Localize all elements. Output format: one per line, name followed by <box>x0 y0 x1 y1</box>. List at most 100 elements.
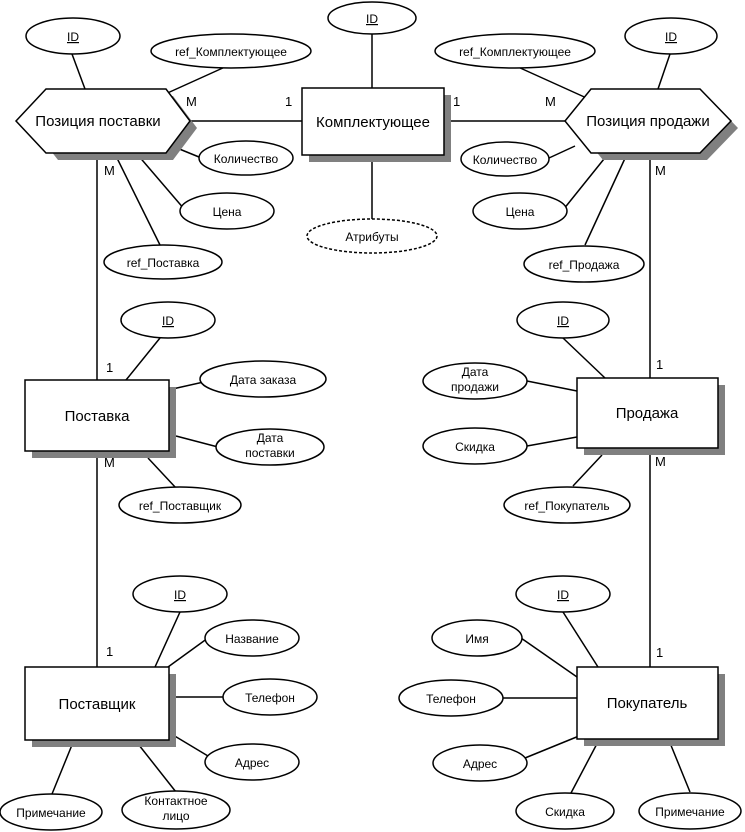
relationship-hexagon <box>14 88 191 154</box>
attribute-label: ref_Комплектующее <box>459 45 571 59</box>
line-pokupatel-prim <box>667 737 691 793</box>
line-pp-refp <box>114 153 161 246</box>
line-pokupatel-id <box>562 611 599 668</box>
attribute-id: ID <box>120 301 216 339</box>
relationship-label: Позиция продажи <box>586 113 709 130</box>
attribute-adres: Адрес <box>432 744 528 782</box>
line-postavshchik-id <box>154 611 181 668</box>
attribute-label: Скидка <box>455 440 495 454</box>
line-ps-id <box>657 53 671 90</box>
attribute-nazvanie: Название <box>204 619 300 657</box>
attribute-label: ref_Покупатель <box>524 499 609 513</box>
entity-pokupatel: Покупатель <box>576 666 725 746</box>
attribute-label: ID <box>557 314 569 328</box>
line-postavka-dp <box>175 435 219 448</box>
cardinality-label: M <box>545 94 556 109</box>
attribute-label-line-2: поставки <box>245 446 295 460</box>
attribute-ellipse <box>132 575 228 613</box>
attribute-ellipse <box>306 218 438 254</box>
attribute-kontaktnoe-litso: Контактное лицо <box>121 790 231 830</box>
attribute-label: Телефон <box>245 691 295 705</box>
attribute-ellipse <box>199 360 327 398</box>
attribute-id: ID <box>624 17 718 55</box>
attribute-ellipse <box>422 362 528 400</box>
cardinality-labels: M 1 1 M M 1 M 1 M 1 M 1 <box>104 94 666 660</box>
attribute-label: Название <box>225 632 279 646</box>
line-ps-tsena <box>562 153 609 211</box>
attribute-label: ref_Поставка <box>127 256 200 270</box>
attribute-label: Цена <box>506 205 535 219</box>
attribute-telefon: Телефон <box>398 679 504 717</box>
attribute-label-line-2: продажи <box>451 380 499 394</box>
attribute-label: ID <box>67 30 79 44</box>
attribute-label: ref_Продажа <box>549 258 620 272</box>
attribute-label: Скидка <box>545 805 585 819</box>
attribute-ellipse <box>460 141 550 177</box>
entity-box <box>24 379 170 452</box>
attribute-kolichestvo: Количество <box>460 141 550 177</box>
relationship-pos-postavki: Позиция поставки <box>14 88 197 160</box>
line-prodazha-data <box>526 380 578 392</box>
attribute-primechanie: Примечание <box>0 793 103 831</box>
attribute-label: Цена <box>213 205 242 219</box>
attribute-ellipse <box>222 678 318 716</box>
attribute-skidka: Скидка <box>515 792 615 830</box>
attribute-ellipse <box>515 575 611 613</box>
attribute-label-line-1: Контактное <box>144 794 208 808</box>
attribute-ellipse <box>215 428 325 466</box>
attribute-ref-komplektuyushchee: ref_Комплектующее <box>434 33 596 69</box>
line-pp-tsena <box>136 153 186 211</box>
relationship-pos-prodazhi: Позиция продажи <box>564 88 738 160</box>
attribute-ellipse <box>422 427 528 465</box>
entity-label: Покупатель <box>607 695 688 712</box>
attribute-ellipse <box>118 486 242 524</box>
attribute-ellipse <box>0 793 103 831</box>
attribute-label: Адрес <box>463 757 497 771</box>
attribute-ellipse <box>198 140 294 176</box>
line-pokupatel-adr <box>524 735 580 759</box>
cardinality-label: 1 <box>656 357 663 372</box>
attribute-label: Примечание <box>16 806 86 820</box>
cardinality-label: 1 <box>106 360 113 375</box>
attribute-id: ID <box>25 17 121 55</box>
connector-lines <box>51 34 691 795</box>
cardinality-label: 1 <box>453 94 460 109</box>
attribute-id: ID <box>132 575 228 613</box>
entity-box <box>576 666 719 740</box>
attribute-label: ID <box>366 12 378 26</box>
attribute-id: ID <box>515 575 611 613</box>
attribute-telefon: Телефон <box>222 678 318 716</box>
attribute-ref-postavshchik: ref_Поставщик <box>118 486 242 524</box>
cardinality-label: M <box>655 163 666 178</box>
attribute-label: Атрибуты <box>345 230 398 244</box>
line-postavka-ref <box>147 457 177 489</box>
attribute-atributy: Атрибуты <box>306 218 438 254</box>
attribute-primechanie: Примечание <box>638 792 742 830</box>
relationship-label: Позиция поставки <box>35 113 160 130</box>
attribute-ref-postavka: ref_Поставка <box>103 244 223 280</box>
line-ps-kol <box>548 145 576 159</box>
line-postavshchik-prim <box>51 739 75 795</box>
attribute-ellipse <box>150 33 312 69</box>
attribute-ellipse <box>327 1 417 35</box>
attribute-adres: Адрес <box>204 743 300 781</box>
attribute-ref-pokupatel: ref_Покупатель <box>503 486 631 524</box>
attribute-data-zakaza: Дата заказа <box>199 360 327 398</box>
cardinality-label: 1 <box>656 645 663 660</box>
cardinality-label: M <box>104 455 115 470</box>
attribute-label: ID <box>665 30 677 44</box>
attribute-ellipse <box>204 743 300 781</box>
attribute-label-line-1: Дата <box>257 431 284 445</box>
attribute-ellipse <box>624 17 718 55</box>
attribute-kolichestvo: Количество <box>198 140 294 176</box>
attribute-label: Адрес <box>235 756 269 770</box>
line-pp-id <box>71 53 86 90</box>
attribute-ellipse <box>25 17 121 55</box>
attribute-ellipse <box>434 33 596 69</box>
attribute-ellipse <box>432 744 528 782</box>
attribute-id: ID <box>516 301 610 339</box>
attribute-data-prodazhi: Дата продажи <box>422 362 528 400</box>
entity-label: Продажа <box>616 405 679 422</box>
line-postavshchik-kont <box>134 739 177 793</box>
